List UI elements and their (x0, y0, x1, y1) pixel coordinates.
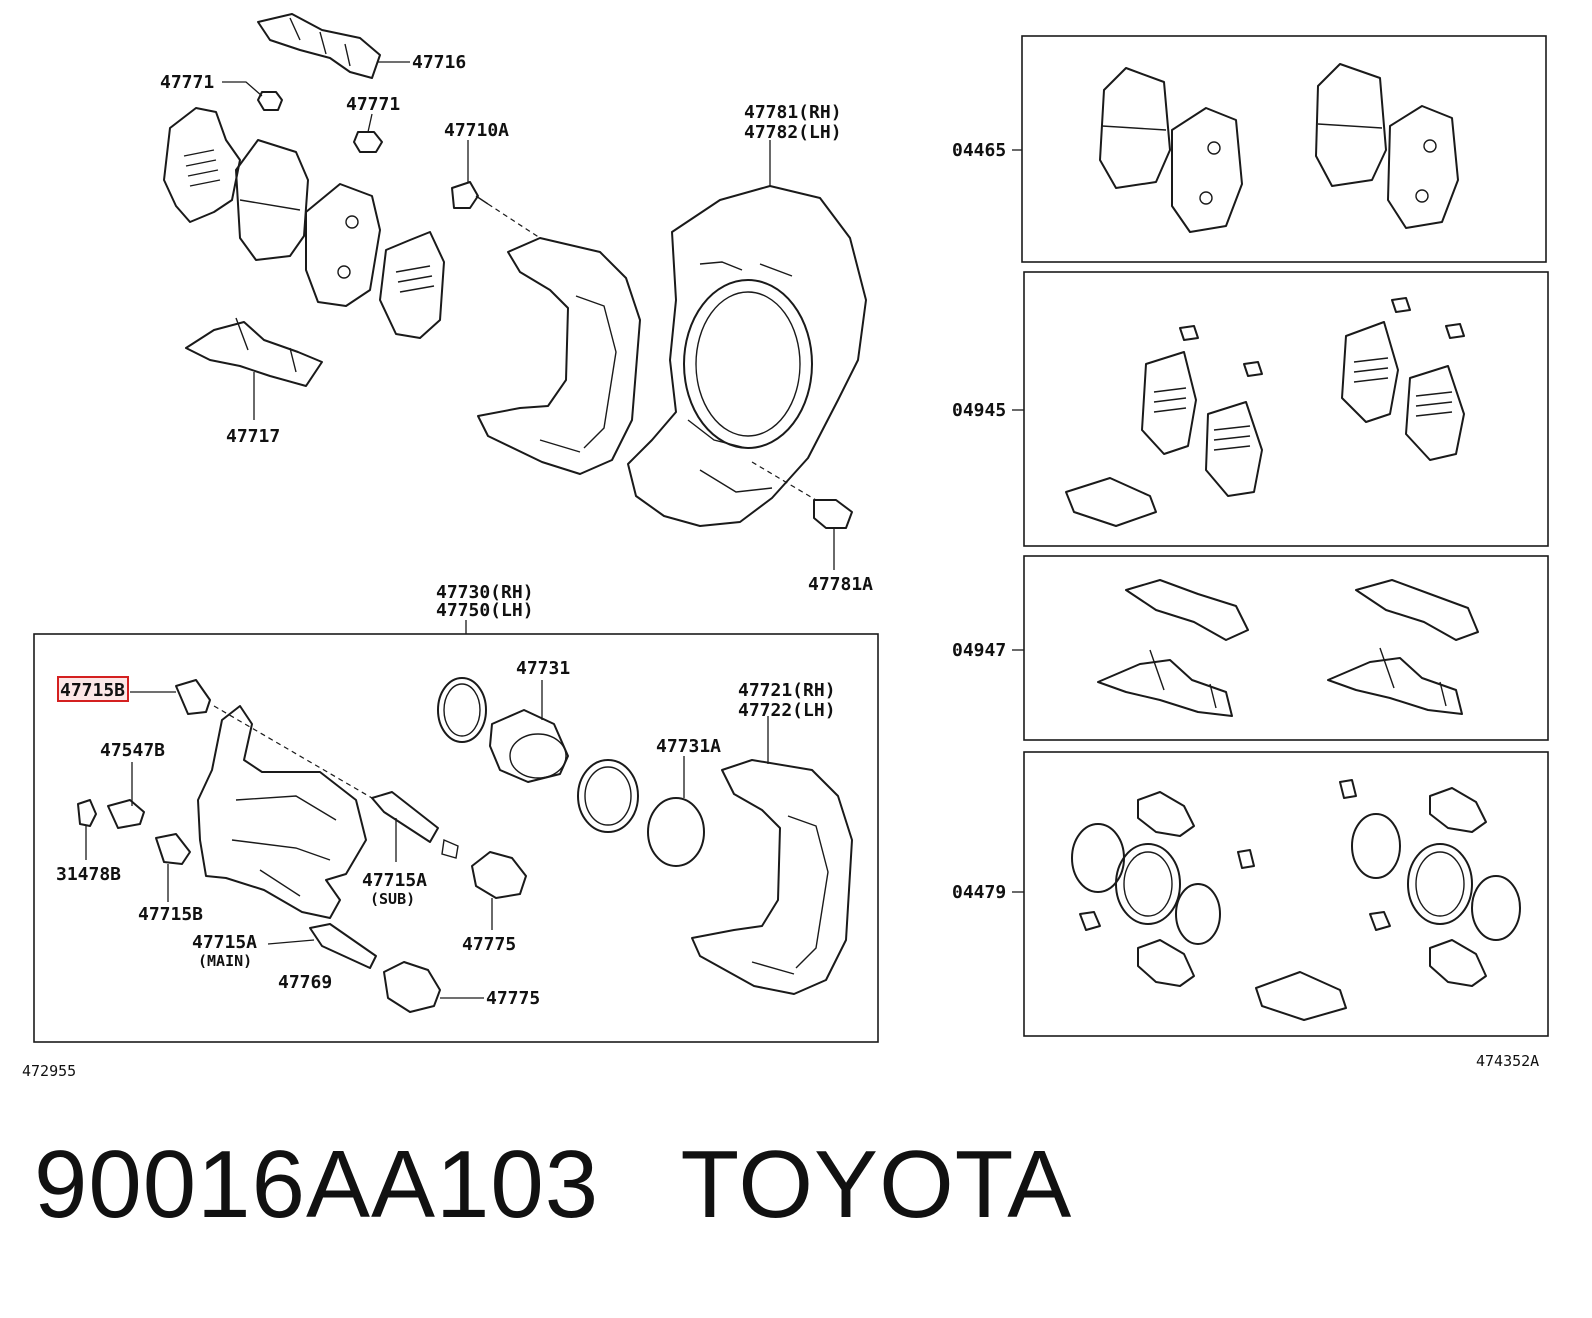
label-47731[interactable]: 47731 (516, 658, 570, 679)
label-47721[interactable]: 47721(RH) (738, 680, 836, 701)
kit-04947-plates-left[interactable] (1097, 579, 1249, 717)
dashed-guide-47710A (487, 203, 541, 239)
piston-47731[interactable] (489, 709, 569, 783)
label-47715A-sub[interactable]: 47715A (362, 870, 427, 891)
anti-squeal-shim-47716[interactable] (257, 13, 381, 79)
kit-04479-seal-set-right[interactable] (1351, 787, 1521, 987)
kit-04945-shims-left[interactable] (1065, 325, 1263, 527)
label-47716[interactable]: 47716 (412, 52, 466, 73)
kit-label-04465[interactable]: 04465 (952, 140, 1006, 161)
part-caption: 90016AA103 TOYOTA (34, 1130, 1072, 1240)
label-47710A[interactable]: 47710A (444, 120, 509, 141)
kit-frame-04947 (1023, 555, 1549, 741)
highlight-box-47715B (57, 676, 129, 702)
kit-04947-plates-right[interactable] (1327, 579, 1479, 715)
label-47781[interactable]: 47781(RH) (744, 102, 842, 123)
bleeder-screw-47547B[interactable] (107, 799, 145, 829)
brand-name: TOYOTA (680, 1131, 1073, 1238)
label-47722[interactable]: 47722(LH) (738, 700, 836, 721)
caliper-mounting-bracket-top[interactable] (477, 237, 641, 475)
label-47731A[interactable]: 47731A (656, 736, 721, 757)
kit-frame-04945 (1023, 271, 1549, 547)
label-47717[interactable]: 47717 (226, 426, 280, 447)
label-47771-right[interactable]: 47771 (346, 94, 400, 115)
set-ring-47731A[interactable] (647, 797, 705, 867)
diagram-id-right: 474352A (1476, 1052, 1539, 1070)
leader-47771-right (367, 113, 373, 133)
bolt-47710A[interactable] (451, 181, 489, 209)
label-47750[interactable]: 47750(LH) (436, 600, 534, 621)
guide-pin-47715A-sub[interactable] (371, 791, 459, 859)
leader-47715A-main (267, 939, 315, 945)
label-47547B[interactable]: 47547B (100, 740, 165, 761)
label-47782[interactable]: 47782(LH) (744, 122, 842, 143)
label-47715A-main[interactable]: 47715A (192, 932, 257, 953)
diagram-id-left: 472955 (22, 1062, 76, 1080)
kit-label-04479[interactable]: 04479 (952, 882, 1006, 903)
label-47775-upper[interactable]: 47775 (462, 934, 516, 955)
piston-seal-ring[interactable] (437, 677, 487, 743)
kit-frame-04465 (1021, 35, 1547, 263)
bolt-47781A[interactable] (813, 499, 853, 529)
brake-pad-left-outer[interactable] (305, 183, 381, 307)
caliper-mounting-bracket-47721[interactable] (691, 759, 853, 995)
kit-04465-pad-set-left[interactable] (1099, 67, 1243, 233)
label-sub: (SUB) (370, 890, 415, 908)
label-31478B[interactable]: 31478B (56, 864, 121, 885)
shim-plate-left[interactable] (163, 107, 241, 223)
kit-label-04947[interactable]: 04947 (952, 640, 1006, 661)
brake-pad-left-inner[interactable] (235, 139, 309, 261)
pad-clip-47771-right[interactable] (353, 131, 383, 153)
label-47775-lower[interactable]: 47775 (486, 988, 540, 1009)
kit-04945-shims-right[interactable] (1341, 297, 1465, 461)
shim-plate-right[interactable] (379, 231, 445, 339)
cap-31478B[interactable] (77, 799, 97, 827)
leader-47771-left (222, 81, 263, 97)
bleeder-plug-47715B[interactable] (175, 679, 211, 715)
caliper-assembly-frame (33, 633, 879, 1043)
dashed-guide-pin (213, 705, 373, 799)
disc-brake-dust-cover[interactable] (627, 185, 867, 527)
boot-47775-upper[interactable] (471, 851, 527, 899)
kit-label-04945[interactable]: 04945 (952, 400, 1006, 421)
part-number[interactable]: 90016AA103 (34, 1131, 600, 1238)
label-47771-left[interactable]: 47771 (160, 72, 214, 93)
caliper-body-47730[interactable] (197, 705, 367, 919)
boot-47775-lower[interactable] (383, 961, 441, 1013)
label-47769[interactable]: 47769 (278, 972, 332, 993)
pad-support-plate-47717[interactable] (185, 317, 323, 387)
kit-04479-seal-set-left[interactable] (1071, 779, 1357, 1021)
label-main: (MAIN) (198, 952, 252, 970)
label-47715B-top[interactable]: 47715B (60, 680, 125, 701)
label-47715B-lower[interactable]: 47715B (138, 904, 203, 925)
dashed-guide-47781A (751, 461, 817, 501)
bushing-47715B-lower[interactable] (155, 833, 191, 865)
piston-boot-ring[interactable] (577, 759, 639, 833)
kit-04465-pad-set-right[interactable] (1315, 63, 1459, 229)
guide-pin-47715A-main[interactable] (309, 923, 377, 969)
label-47730[interactable]: 47730(RH) (436, 582, 534, 603)
pad-clip-47771-left[interactable] (257, 91, 283, 111)
kit-frame-04479 (1023, 751, 1549, 1037)
label-47781A[interactable]: 47781A (808, 574, 873, 595)
